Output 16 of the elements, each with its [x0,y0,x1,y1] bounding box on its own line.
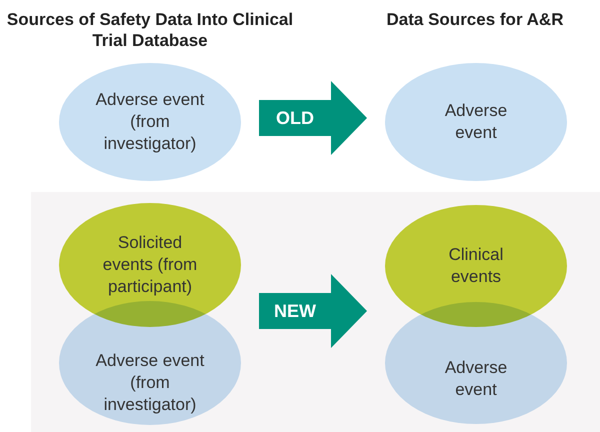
ellipse [59,301,241,425]
block-arrow [259,274,367,348]
ellipse [385,302,567,424]
block-arrow [259,81,367,155]
column-heading: Sources of Safety Data Into Clinical Trial Database [6,9,294,51]
node-label: Adverse event (from investigator) [94,89,206,155]
edge-label: NEW [273,300,317,322]
node-label: Solicited events (from participant) [102,232,198,298]
node-label: Adverse event (from investigator) [94,350,206,416]
ellipse [385,63,567,181]
edge-label: OLD [275,106,315,130]
node-label: Adverse event [444,357,508,401]
ellipse [59,63,241,181]
node-label: Adverse event [444,100,508,144]
column-heading: Data Sources for A&R [386,9,564,30]
node-label: Clinical events [448,244,504,288]
